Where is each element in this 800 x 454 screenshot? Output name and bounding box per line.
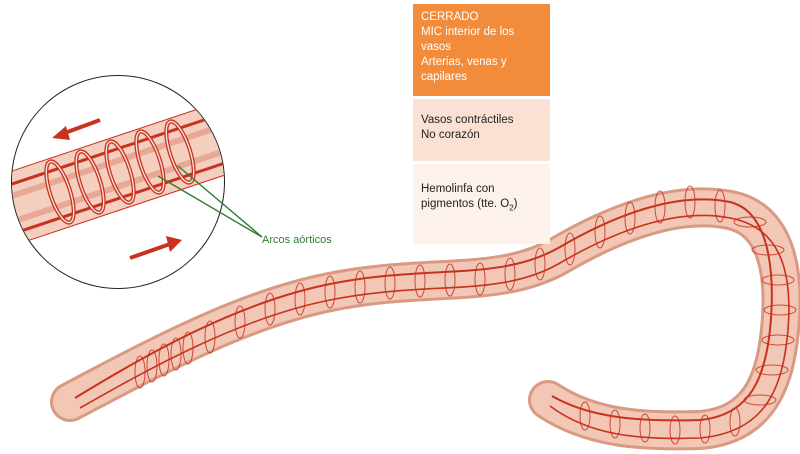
box-closed-line1: CERRADO <box>421 11 479 23</box>
box-hemo-subscript: 2 <box>509 203 514 213</box>
box-hemo-line2-text: pigmentos (tte. O <box>421 198 510 210</box>
earthworm-body <box>50 185 800 451</box>
zoom-inset <box>11 75 225 289</box>
aortic-arches-label: Arcos aórticos <box>262 234 332 246</box>
box-hemo-line2: pigmentos (tte. O2) <box>421 197 542 215</box>
circulation-type-box: CERRADO MIC interior de los vasos Arteri… <box>413 4 550 96</box>
aortic-arch-pointer <box>157 165 263 238</box>
flow-arrow-left <box>52 118 101 140</box>
flow-arrow-right <box>129 236 182 260</box>
hemolymph-box: Hemolinfa con pigmentos (tte. O2) <box>413 164 550 244</box>
box-hemo-suffix: ) <box>513 198 518 210</box>
box-vessels-line2: No corazón <box>421 129 480 141</box>
box-vessels-line1: Vasos contráctiles <box>421 114 514 126</box>
box-closed-line2: MIC interior de los vasos <box>421 26 515 53</box>
contractile-vessels-box: Vasos contráctiles No corazón <box>413 99 550 161</box>
box-closed-line3: Arterias, venas y capilares <box>421 56 507 83</box>
box-hemo-line1: Hemolinfa con <box>421 183 495 195</box>
